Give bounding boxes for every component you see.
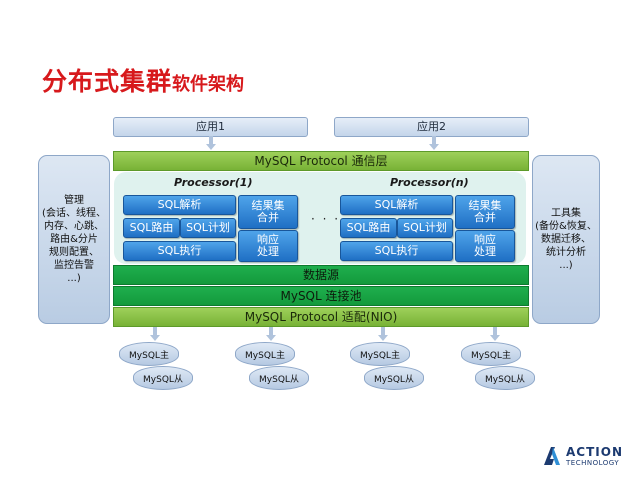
p1-sql-parse: SQL解析: [123, 195, 236, 215]
datasource-bar: 数据源: [113, 265, 529, 285]
app-box-1: 应用1: [113, 117, 308, 137]
db1-slave: MySQL从: [133, 366, 193, 390]
logo-line2: TECHNOLOGY: [566, 459, 620, 467]
logo-mark-icon: [544, 447, 560, 465]
arrow-db3: [378, 327, 388, 341]
p1-sql-plan: SQL计划: [180, 218, 236, 238]
pn-sql-exec: SQL执行: [340, 241, 453, 261]
connection-pool-bar: MySQL 连接池: [113, 286, 529, 306]
processor-1-title: Processor(1): [174, 176, 253, 189]
pn-sql-parse: SQL解析: [340, 195, 453, 215]
db4-slave: MySQL从: [475, 366, 535, 390]
pn-sql-route: SQL路由: [340, 218, 397, 238]
title-main: 分布式集群: [42, 67, 173, 96]
app-box-2: 应用2: [334, 117, 529, 137]
toolset-panel: 工具集 (备份&恢复、 数据迁移、 统计分析 ...): [532, 155, 600, 324]
protocol-comm-layer: MySQL Protocol 通信层: [113, 151, 529, 171]
db2-master: MySQL主: [235, 342, 295, 366]
action-technology-logo: ACTION TECHNOLOGY: [542, 445, 623, 467]
processor-n-title: Processor(n): [390, 176, 469, 189]
db1-master: MySQL主: [119, 342, 179, 366]
db4-master: MySQL主: [461, 342, 521, 366]
arrow-db2: [266, 327, 276, 341]
arrow-app1-down: [206, 136, 216, 150]
title-sub: 软件架构: [172, 74, 245, 95]
db3-slave: MySQL从: [364, 366, 424, 390]
logo-text: ACTION TECHNOLOGY: [566, 445, 623, 467]
logo-line1: ACTION: [566, 445, 623, 459]
protocol-adapt-bar: MySQL Protocol 适配(NIO): [113, 307, 529, 327]
db2-slave: MySQL从: [249, 366, 309, 390]
p1-sql-exec: SQL执行: [123, 241, 236, 261]
arrow-db4: [490, 327, 500, 341]
p1-response-handle: 响应 处理: [238, 230, 298, 262]
arrow-app2-down: [429, 136, 439, 150]
arrow-db1: [150, 327, 160, 341]
page-title: 分布式集群软件架构: [42, 62, 244, 98]
db3-master: MySQL主: [350, 342, 410, 366]
processor-ellipsis: · · ·: [311, 212, 341, 226]
p1-result-merge: 结果集 合并: [238, 195, 298, 229]
pn-response-handle: 响应 处理: [455, 230, 515, 262]
pn-sql-plan: SQL计划: [397, 218, 453, 238]
management-panel: 管理 (会话、线程、 内存、心跳、 路由&分片 规则配置、 监控告警 ...): [38, 155, 110, 324]
pn-result-merge: 结果集 合并: [455, 195, 515, 229]
p1-sql-route: SQL路由: [123, 218, 180, 238]
